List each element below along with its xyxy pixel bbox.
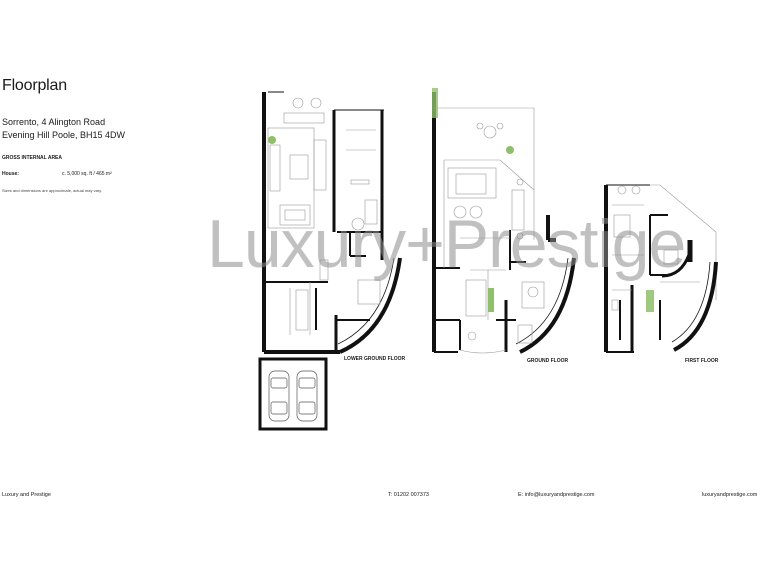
ground-floor-label: GROUND FLOOR — [527, 358, 569, 364]
watermark: Luxury+Prestige — [207, 206, 686, 282]
footer-email[interactable]: E: info@luxuryandprestige.com — [518, 492, 595, 498]
footer-phone[interactable]: T: 01202 007373 — [388, 492, 429, 498]
address-line-2: Evening Hill Poole, BH15 4DW — [2, 130, 126, 140]
gia-note: Sizes and dimensions are approximate, ac… — [2, 188, 102, 193]
address-line-1: Sorrento, 4 Alington Road — [2, 117, 106, 127]
lower-ground-floor-plan — [258, 91, 402, 431]
ground-floor-plan — [432, 88, 576, 354]
gia-label: House: — [2, 171, 19, 177]
property-address: Sorrento, 4 Alington Road Evening Hill P… — [2, 116, 125, 142]
footer-company: Luxury and Prestige — [2, 492, 51, 498]
lower-ground-floor-label: LOWER GROUND FLOOR — [344, 356, 406, 362]
gia-value: c. 5,000 sq. ft / 465 m² — [62, 171, 112, 177]
gia-heading: GROSS INTERNAL AREA — [2, 155, 63, 161]
first-floor-label: FIRST FLOOR — [685, 358, 719, 364]
first-floor-plan — [604, 184, 718, 353]
footer-website[interactable]: luxuryandprestige.com — [702, 492, 758, 498]
page-title: Floorplan — [2, 77, 67, 94]
